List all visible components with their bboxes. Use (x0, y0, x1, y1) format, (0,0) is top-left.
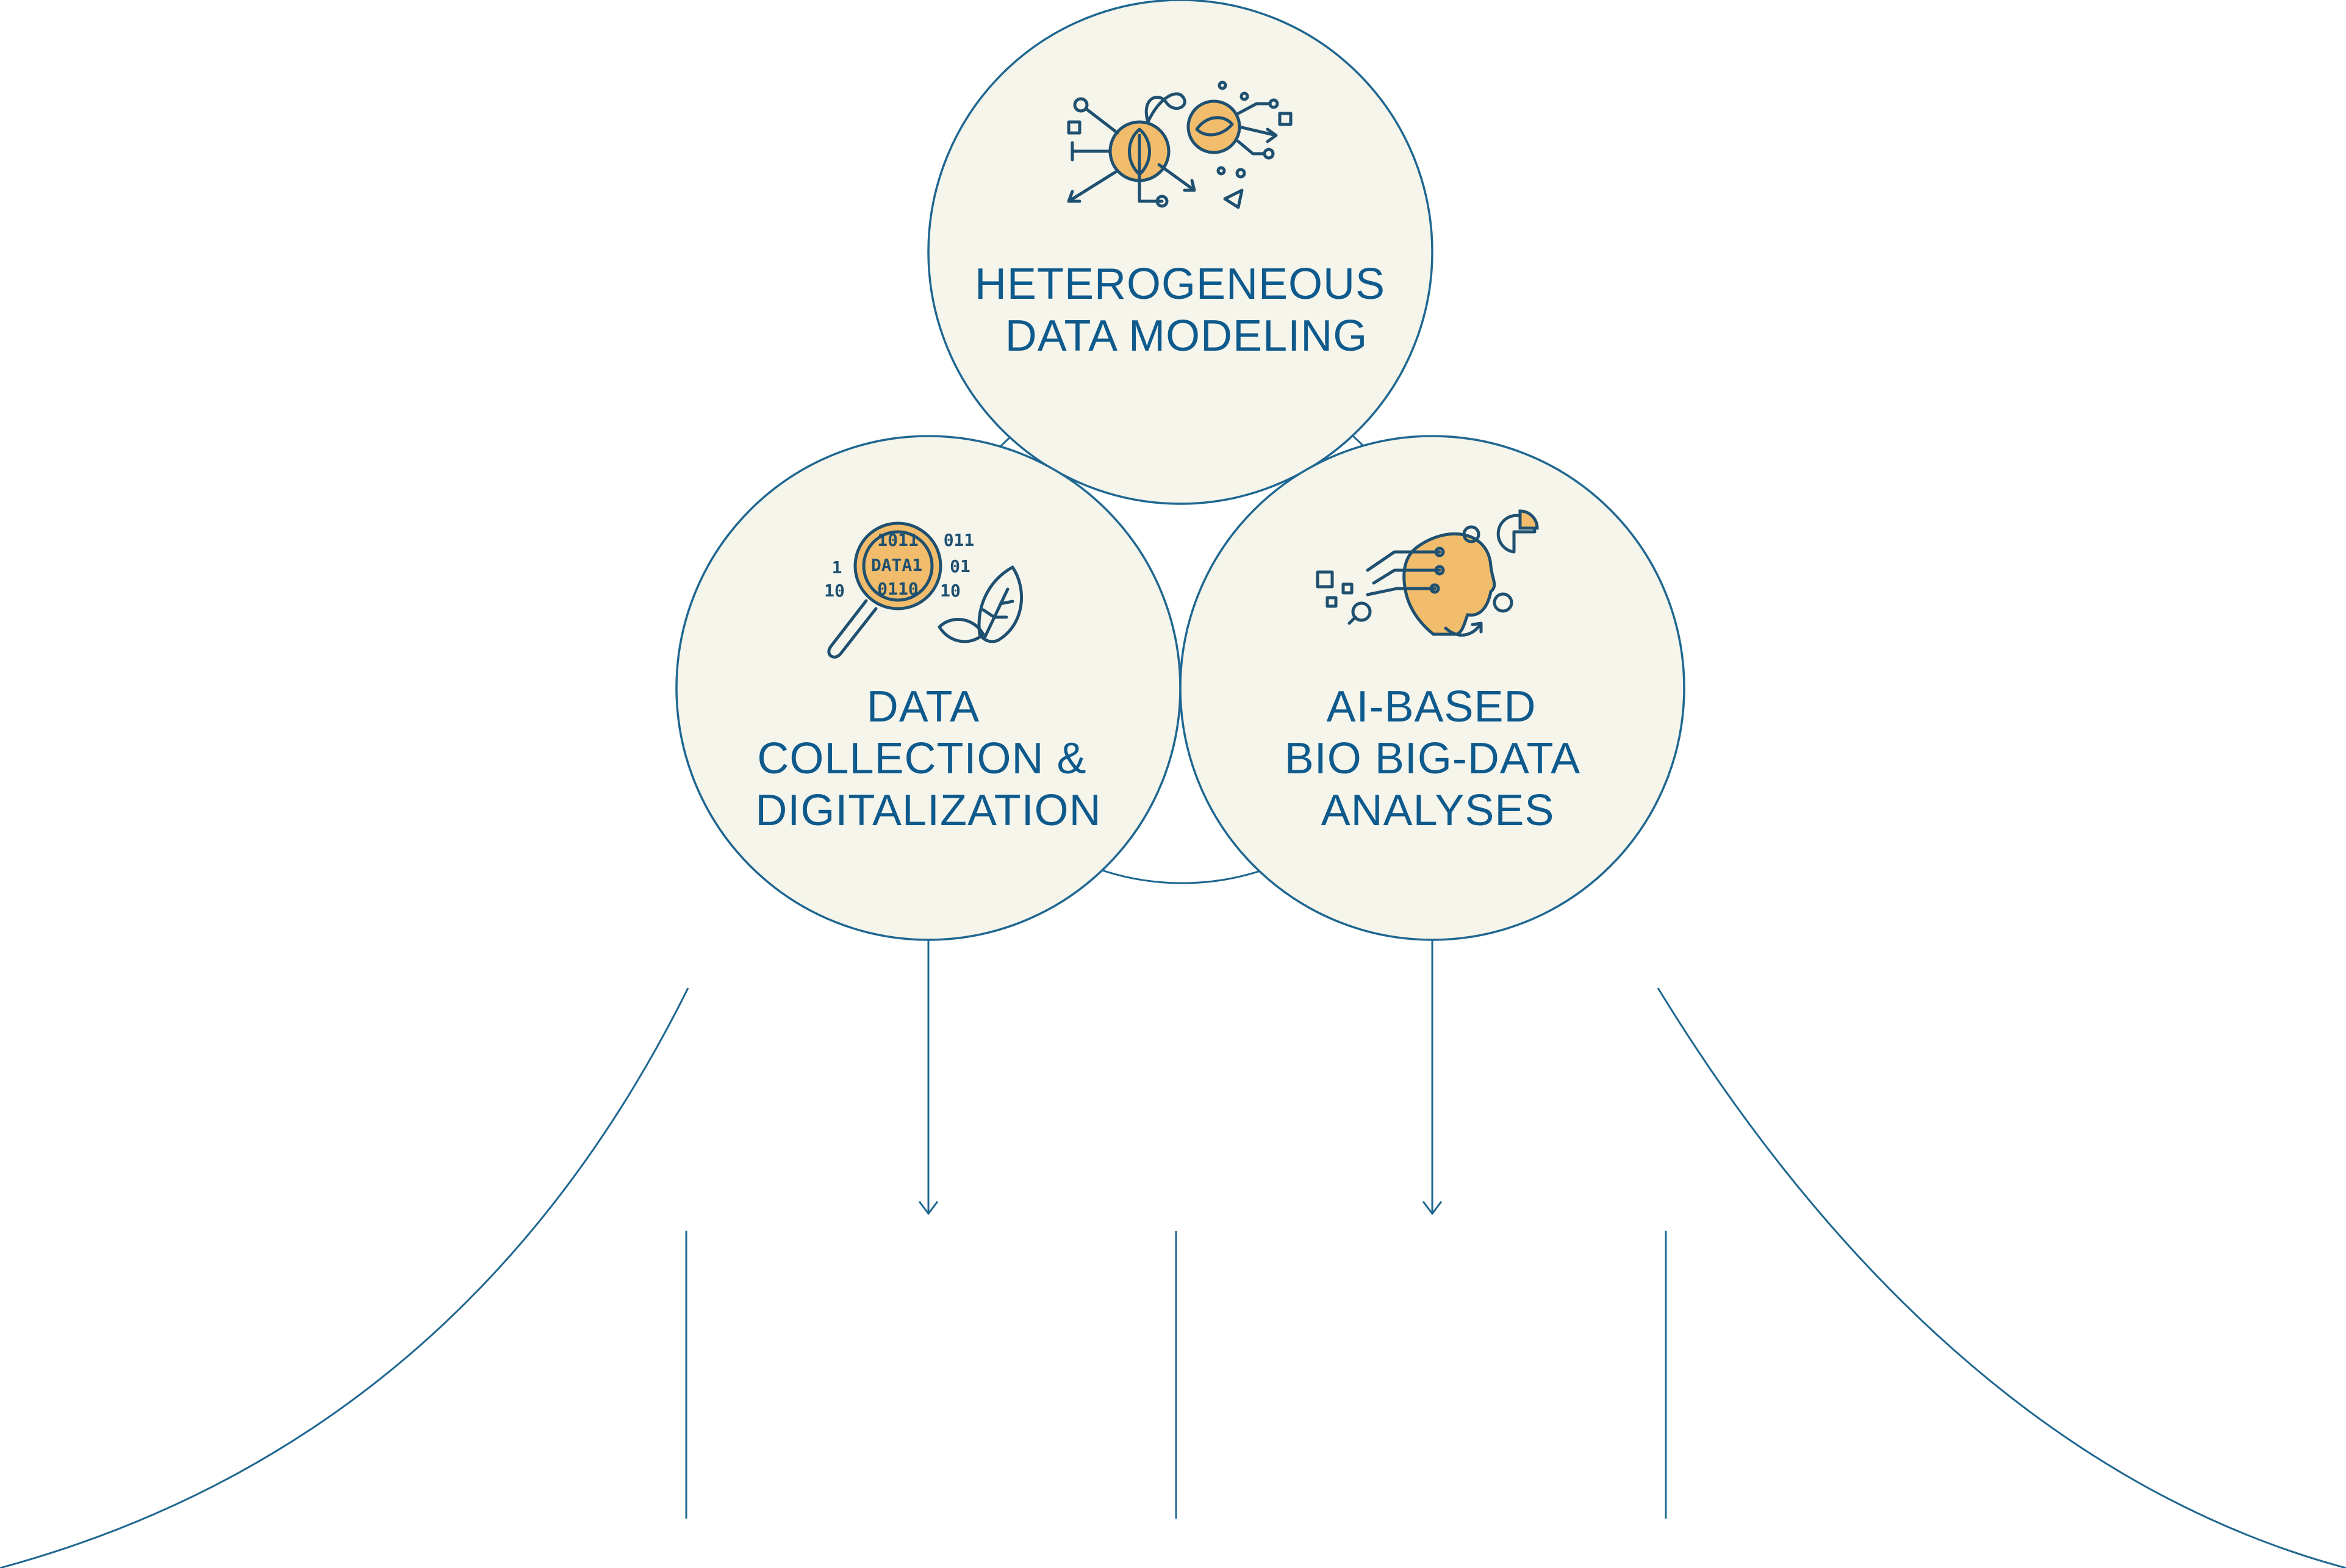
bubble-heterogeneous-circle (927, 0, 1433, 505)
icon-text-center: DATA1 (871, 555, 922, 575)
icon-text-top: 1011 (877, 530, 918, 550)
icon-text-left-one: 1 (832, 557, 842, 578)
bubble-ai: AI-BASED BIO BIG-DATA ANALYSES (1179, 435, 1685, 941)
bubble-ai-circle (1179, 435, 1685, 941)
arrow-head-left (918, 1201, 939, 1215)
bubble-collection-title-line-3: DIGITALIZATION (755, 786, 1101, 835)
bell-curve-right (1657, 987, 2346, 1568)
bubble-ai-title-line-2: BIO BIG-DATA (1285, 734, 1580, 783)
bubble-collection-title-line-2: COLLECTION & (757, 734, 1086, 783)
icon-text-right-mid: 01 (950, 556, 970, 576)
arrow-head-right (1422, 1201, 1443, 1215)
bell-curve-left (0, 987, 689, 1568)
bubble-ai-title-line-1: AI-BASED (1326, 682, 1536, 731)
bubble-heterogeneous: HETEROGENEOUS DATA MODELING (927, 0, 1433, 505)
bubble-ai-title-line-3: ANALYSES (1321, 786, 1555, 835)
bubble-collection-title: DATA COLLECTION & DIGITALIZATION (755, 682, 1101, 835)
bubble-heterogeneous-title-line-1: HETEROGENEOUS (975, 260, 1385, 309)
bubble-ai-title: AI-BASED BIO BIG-DATA ANALYSES (1285, 682, 1591, 835)
magnifier-data-leaf-icon: 1011 DATA1 0110 1 10 011 01 10 (824, 521, 1024, 659)
data-network-leaf-icon (1067, 81, 1293, 209)
icon-text-right-top: 011 (944, 530, 975, 550)
icon-text-right-bottom: 10 (940, 581, 961, 601)
bubble-collection: 1011 DATA1 0110 1 10 011 01 10 DATA COLL… (675, 435, 1182, 941)
bubble-heterogeneous-title-line-2: DATA MODELING (1005, 312, 1368, 360)
bubble-collection-title-line-1: DATA (867, 682, 979, 731)
icon-text-bottom: 0110 (877, 579, 918, 599)
ai-head-analytics-icon (1316, 509, 1539, 637)
bubble-heterogeneous-title: HETEROGENEOUS DATA MODELING (975, 260, 1398, 360)
icon-text-left-ten: 10 (824, 581, 845, 601)
